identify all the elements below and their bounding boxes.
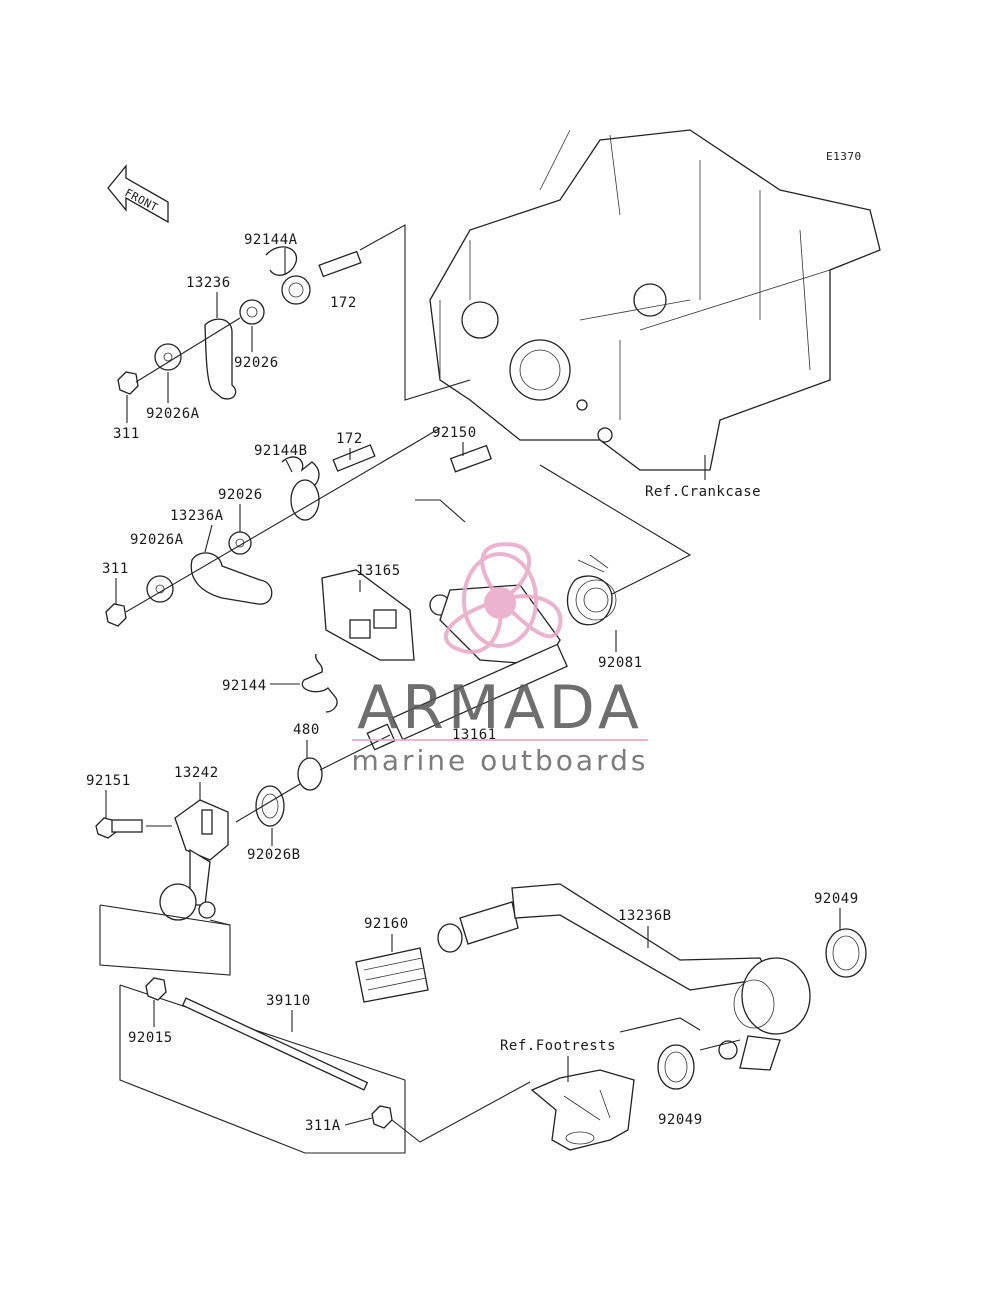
part-label-92015: 92015 — [128, 1030, 173, 1046]
propeller-logo-icon — [444, 542, 563, 654]
watermark-tagline: marine outboards — [352, 744, 649, 777]
part-label-92026A-middle: 92026A — [130, 532, 184, 548]
shift-shaft-group — [301, 554, 617, 751]
part-label-92026-upper: 92026 — [234, 355, 279, 371]
crankcase-drawing — [429, 129, 881, 471]
front-arrow-icon: FRONT — [107, 164, 169, 224]
shift-pedal-group — [355, 883, 867, 1090]
shift-arm-group — [95, 799, 229, 921]
part-label-92150: 92150 — [432, 425, 477, 441]
part-label-92049-lower: 92049 — [658, 1112, 703, 1128]
ref-crankcase-label: Ref.Crankcase — [645, 484, 761, 500]
part-label-13165: 13165 — [356, 563, 401, 579]
ref-footrests-label: Ref.Footrests — [500, 1038, 616, 1054]
part-label-92144A: 92144A — [244, 232, 298, 248]
part-label-39110: 39110 — [266, 993, 311, 1009]
part-label-172-upper: 172 — [330, 295, 357, 311]
footrest-bracket-group — [530, 1069, 635, 1151]
upper-lever-group — [117, 246, 362, 400]
armada-watermark: ARMADA marine outboards — [352, 542, 649, 777]
part-label-480: 480 — [293, 722, 320, 738]
part-label-311A: 311A — [305, 1118, 341, 1134]
part-label-92144B: 92144B — [254, 443, 308, 459]
part-label-311-middle: 311 — [102, 561, 129, 577]
tie-rod-group — [145, 977, 393, 1129]
diagram-code: E1370 — [826, 150, 862, 163]
part-label-92026B: 92026B — [247, 847, 301, 863]
part-label-13236: 13236 — [186, 275, 231, 291]
part-label-92160: 92160 — [364, 916, 409, 932]
part-label-13236B: 13236B — [618, 908, 672, 924]
part-label-92026-middle: 92026 — [218, 487, 263, 503]
circlip-washer-group — [255, 757, 323, 827]
part-label-92144: 92144 — [222, 678, 267, 694]
watermark-brand: ARMADA — [357, 673, 643, 743]
part-label-92026A-upper: 92026A — [146, 406, 200, 422]
part-label-92151: 92151 — [86, 773, 131, 789]
part-label-92081: 92081 — [598, 655, 643, 671]
part-label-13242: 13242 — [174, 765, 219, 781]
part-label-92049-upper: 92049 — [814, 891, 859, 907]
part-label-172-middle: 172 — [336, 431, 363, 447]
part-label-311-upper: 311 — [113, 426, 140, 442]
part-label-13236A: 13236A — [170, 508, 224, 524]
middle-lever-group — [105, 444, 493, 627]
